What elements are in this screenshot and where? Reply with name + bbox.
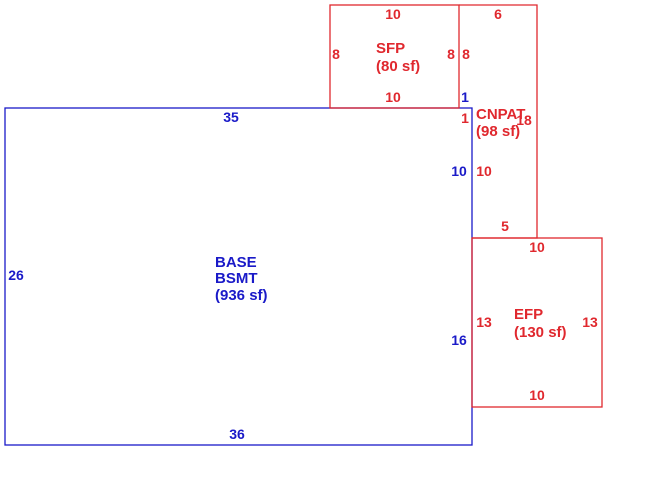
base-right-upper-dimension: 10 xyxy=(451,163,467,179)
cnpat-area: 6 8 1 10 18 5 CNPAT (98 sf) xyxy=(461,6,532,234)
sfp-bottom-dimension: 10 xyxy=(385,89,401,105)
sfp-area: 10 10 8 8 SFP (80 sf) xyxy=(332,6,455,105)
sfp-left-dimension: 8 xyxy=(332,46,340,62)
sfp-name: SFP xyxy=(376,40,405,57)
cnpat-left-lower-dimension: 10 xyxy=(476,163,492,179)
base-bottom-dimension: 36 xyxy=(229,426,245,442)
base-name-line-1: BASE xyxy=(215,254,257,271)
cnpat-top-dimension: 6 xyxy=(494,6,502,22)
cnpat-left-jog-dimension: 1 xyxy=(461,110,469,126)
efp-area-sf: (130 sf) xyxy=(514,324,567,341)
efp-name: EFP xyxy=(514,306,543,323)
base-top-dimension: 35 xyxy=(223,109,239,125)
efp-outline xyxy=(471,237,603,408)
base-right-jog-dimension: 1 xyxy=(461,89,469,105)
cnpat-right-dimension: 18 xyxy=(516,112,532,128)
cnpat-area-sf: (98 sf) xyxy=(476,123,520,140)
base-bsmt-area: 35 36 26 10 16 1 BASE BSMT (936 sf) xyxy=(8,89,469,442)
base-area-sf: (936 sf) xyxy=(215,287,268,304)
efp-bottom-dimension: 10 xyxy=(529,387,545,403)
base-right-lower-dimension: 16 xyxy=(451,332,467,348)
base-left-dimension: 26 xyxy=(8,267,24,283)
base-name-line-2: BSMT xyxy=(215,270,258,287)
sfp-top-dimension: 10 xyxy=(385,6,401,22)
efp-left-dimension: 13 xyxy=(476,314,492,330)
sfp-right-dimension: 8 xyxy=(447,46,455,62)
cnpat-left-upper-dimension: 8 xyxy=(462,46,470,62)
cnpat-name: CNPAT xyxy=(476,106,525,123)
sfp-area-sf: (80 sf) xyxy=(376,58,420,75)
sfp-outline xyxy=(329,4,460,109)
cnpat-bottom-dimension: 5 xyxy=(501,218,509,234)
efp-right-dimension: 13 xyxy=(582,314,598,330)
efp-area: 10 10 13 13 EFP (130 sf) xyxy=(476,239,598,403)
efp-top-dimension: 10 xyxy=(529,239,545,255)
